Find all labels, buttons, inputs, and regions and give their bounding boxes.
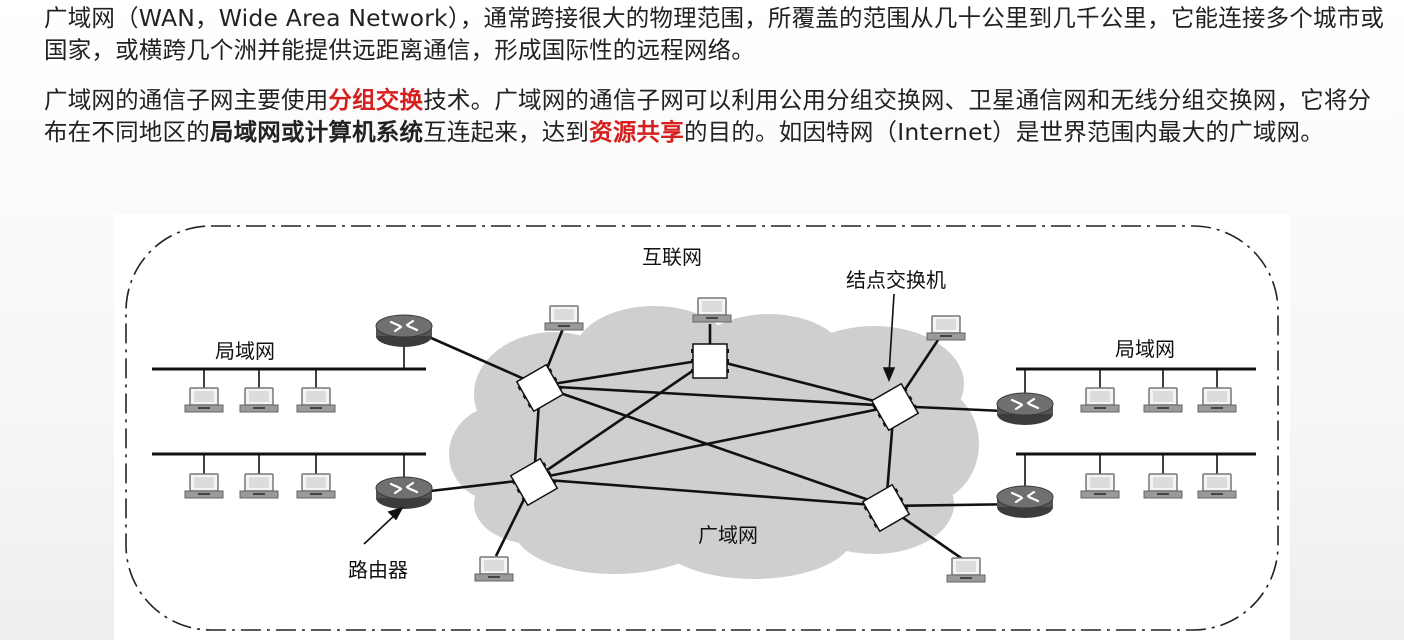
internet-label: 互联网 bbox=[642, 245, 702, 269]
computer-icon bbox=[1143, 387, 1183, 413]
computer-icon bbox=[946, 557, 986, 583]
computer-icon bbox=[692, 297, 732, 323]
computer-icon bbox=[1143, 473, 1183, 499]
computer-icon bbox=[239, 473, 279, 499]
subnet-text-1: 广域网的通信子网主要使用 bbox=[44, 86, 329, 114]
internet-boundary bbox=[125, 225, 1279, 631]
wan-diagram-svg bbox=[125, 225, 1279, 631]
wan-label: 广域网 bbox=[698, 523, 758, 547]
highlight-packet-switching: 分组交换 bbox=[328, 86, 424, 114]
computer-icon bbox=[184, 473, 224, 499]
lan-right-label: 局域网 bbox=[1115, 337, 1175, 361]
subnet-text-4: 的目的。如因特网（Internet）是世界范围内最大的广域网。 bbox=[683, 118, 1324, 146]
computer-icon bbox=[1197, 387, 1237, 413]
router-label: 路由器 bbox=[348, 558, 408, 582]
router-icon bbox=[995, 484, 1055, 520]
computer-icon bbox=[1197, 473, 1237, 499]
subnet-text-3: 互连起来，达到 bbox=[423, 118, 590, 146]
computer-icon bbox=[296, 473, 336, 499]
computer-icon bbox=[184, 387, 224, 413]
subnet-text-2: 技术。广域网的通信子网可以利用公用分组交换网、卫星通信网和无线分组交换网，它将分… bbox=[44, 86, 1372, 146]
node-switch-icon bbox=[690, 343, 730, 379]
router-icon bbox=[374, 475, 434, 511]
wan-diagram: 互联网 结点交换机 局域网 局域网 广域网 路由器 bbox=[114, 214, 1290, 640]
node-switch-label: 结点交换机 bbox=[846, 268, 946, 292]
computer-icon bbox=[1080, 387, 1120, 413]
wan-subnet-paragraph: 广域网的通信子网主要使用分组交换技术。广域网的通信子网可以利用公用分组交换网、卫… bbox=[44, 84, 1386, 148]
lan-left-label: 局域网 bbox=[215, 339, 275, 363]
computer-icon bbox=[544, 305, 584, 331]
highlight-resource-sharing: 资源共享 bbox=[589, 118, 684, 146]
bold-lan-computer-systems: 局域网或计算机系统 bbox=[209, 118, 424, 146]
router-icon bbox=[374, 313, 434, 349]
computer-icon bbox=[1080, 473, 1120, 499]
lan-buses bbox=[152, 367, 1256, 456]
router-icon bbox=[995, 391, 1055, 427]
computer-icon bbox=[296, 387, 336, 413]
wan-definition-text: 广域网（WAN，Wide Area Network），通常跨接很大的物理范围，所… bbox=[44, 4, 1385, 64]
computer-icon bbox=[239, 387, 279, 413]
computer-icon bbox=[926, 315, 966, 341]
wan-definition-paragraph: 广域网（WAN，Wide Area Network），通常跨接很大的物理范围，所… bbox=[44, 2, 1386, 66]
computer-icon bbox=[474, 556, 514, 582]
